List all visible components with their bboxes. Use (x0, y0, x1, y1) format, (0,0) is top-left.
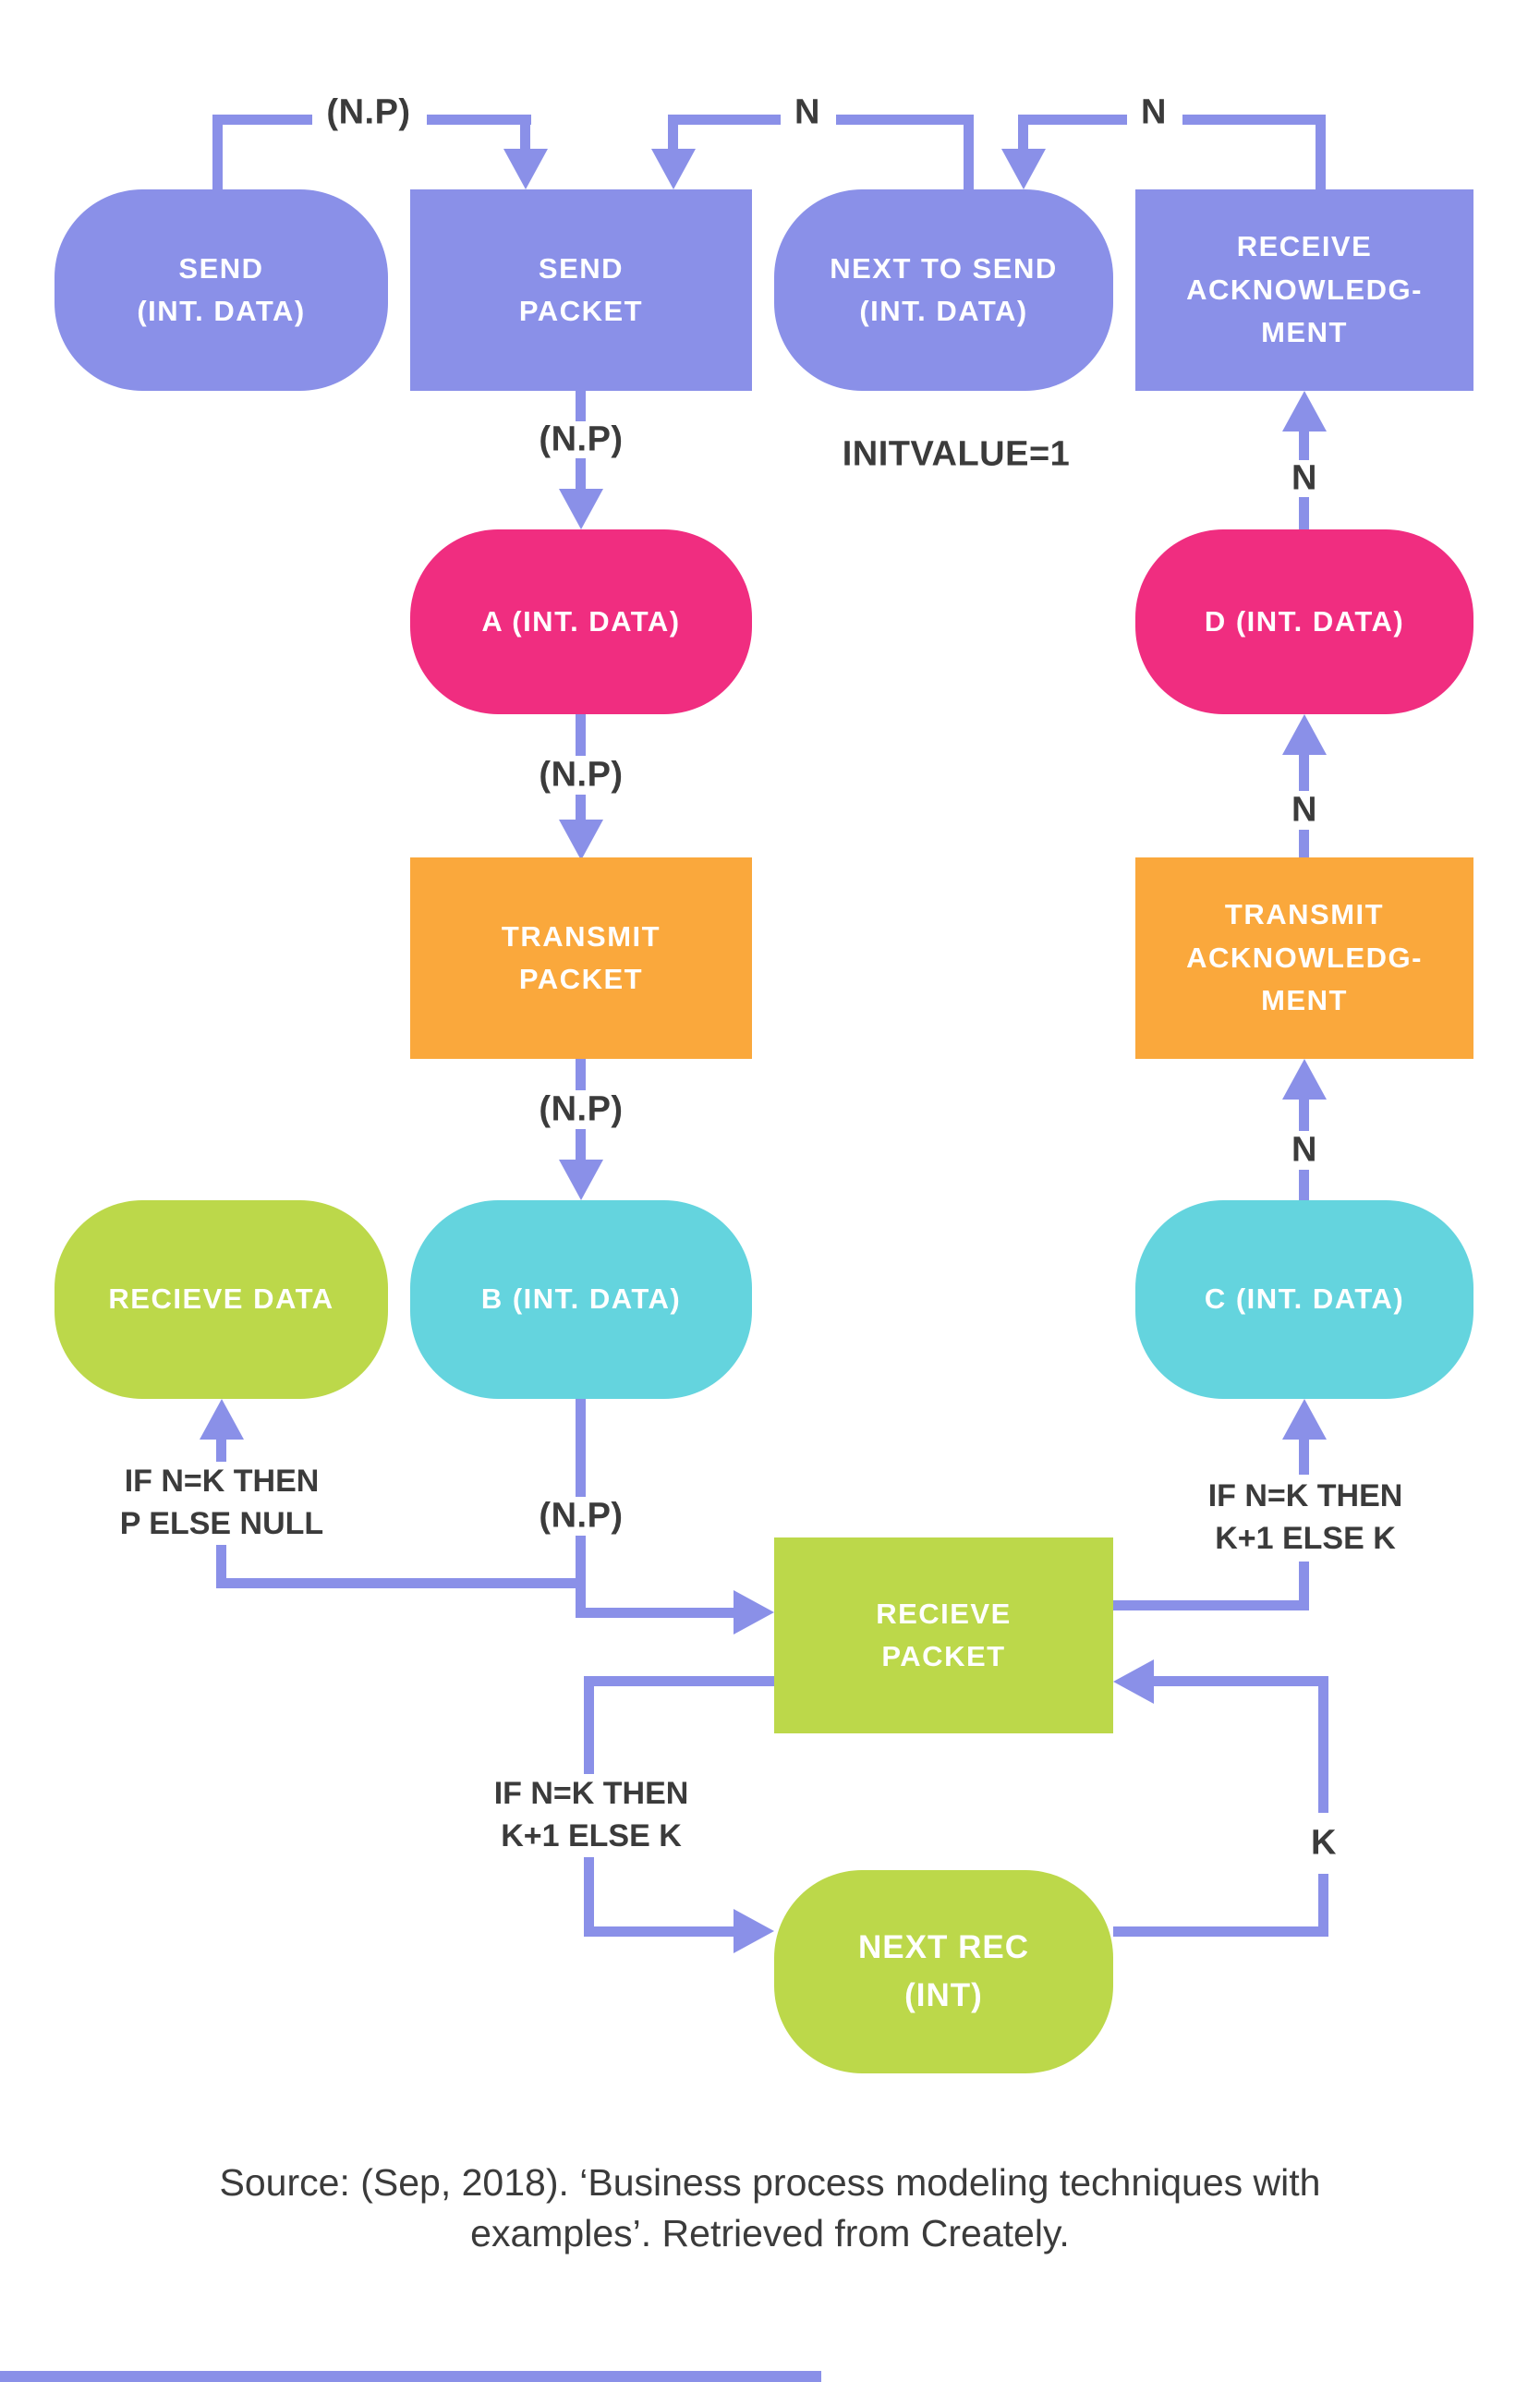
edge-b-down-seg2 (576, 1536, 586, 1618)
arrowhead-into-transmit-packet (559, 820, 603, 860)
node-c: C (INT. DATA) (1135, 1200, 1473, 1399)
edge-nts-rail-a (673, 115, 781, 125)
edge-label-k: K (1311, 1823, 1337, 1863)
edge-label-np-1: (N.P) (539, 419, 624, 459)
node-transmit-acknowledgment: TRANSMIT ACKNOWLEDG- MENT (1135, 857, 1473, 1059)
edge-ta-d-seg2 (1299, 830, 1309, 857)
node-recieve-data: RECIEVE DATA (55, 1200, 388, 1399)
edge-tp-b-seg1 (576, 1059, 586, 1090)
node-receive-acknowledgment: RECEIVE ACKNOWLEDG- MENT (1135, 189, 1473, 391)
edge-recieve-data-seg2 (216, 1545, 226, 1588)
arrowhead-into-next-to-send (1001, 149, 1046, 189)
arrowhead-into-recieve-packet-left (734, 1590, 774, 1635)
arrowhead-into-next-rec (734, 1909, 774, 1953)
source-caption-line2: examples’. Retrieved from Creately. (470, 2212, 1070, 2255)
edge-send-rail-a (212, 115, 312, 125)
edge-send-rail-b (427, 115, 531, 125)
edge-rp-nr-seg1 (584, 1676, 594, 1774)
arrowhead-into-receive-ack (1282, 391, 1327, 431)
edge-label-n-2: N (1291, 790, 1317, 830)
edge-d-ra-seg2 (1299, 497, 1309, 529)
edge-nr-out-right (1113, 1926, 1328, 1937)
edge-ra-origin (1316, 115, 1326, 189)
edge-nts-rail-drop (668, 115, 678, 152)
edge-k-seg2 (1318, 1686, 1328, 1813)
node-a: A (INT. DATA) (410, 529, 752, 714)
edge-ra-rail-a (1024, 115, 1127, 125)
arrowhead-into-b (559, 1160, 603, 1200)
node-next-rec: NEXT REC (INT) (774, 1870, 1113, 2073)
edge-rp-nr-seg2 (584, 1857, 594, 1937)
edge-label-cond-next-rec: IF N=K THEN K+1 ELSE K (493, 1776, 689, 1853)
arrowhead-into-send-packet-2 (651, 149, 696, 189)
edge-d-ra-seg1 (1299, 431, 1309, 460)
edge-sp-a-seg2 (576, 458, 586, 489)
node-d: D (INT. DATA) (1135, 529, 1473, 714)
edge-nts-origin (964, 115, 974, 191)
node-next-to-send: NEXT TO SEND (INT. DATA) (774, 189, 1113, 391)
source-caption-line1: Source: (Sep, 2018). ‘Business process m… (219, 2161, 1321, 2204)
edge-rp-c-seg1 (1299, 1562, 1309, 1610)
node-transmit-packet: TRANSMIT PACKET (410, 857, 752, 1059)
arrowhead-into-transmit-ack (1282, 1059, 1327, 1100)
edge-k-seg1 (1318, 1874, 1328, 1937)
edge-label-n-rail-1: N (794, 92, 820, 132)
edge-rp-out-right-top (1113, 1600, 1309, 1610)
edge-label-np-2: (N.P) (539, 755, 624, 795)
edge-tp-b-seg2 (576, 1129, 586, 1160)
arrowhead-into-recieve-data (200, 1399, 244, 1440)
arrowhead-into-c (1282, 1399, 1327, 1440)
edge-c-ta-seg1 (1299, 1100, 1309, 1131)
edge-b-into-rp (576, 1608, 734, 1618)
edge-sp-a-seg1 (576, 391, 586, 421)
edge-label-cond-c: IF N=K THEN K+1 ELSE K (1207, 1478, 1403, 1556)
node-b: B (INT. DATA) (410, 1200, 752, 1399)
initvalue-label: INITVALUE=1 (842, 434, 1071, 474)
edge-label-np-3: (N.P) (539, 1089, 624, 1129)
edge-b-down-seg1 (576, 1399, 586, 1497)
edge-recieve-data-seg1 (216, 1440, 226, 1462)
edge-send-origin (212, 115, 223, 189)
edge-rp-c-seg2 (1299, 1440, 1309, 1475)
edge-label-n-rail-2: N (1141, 92, 1167, 132)
edge-label-cond-recieve-data: IF N=K THEN P ELSE NULL (119, 1464, 324, 1541)
node-recieve-packet: RECIEVE PACKET (774, 1537, 1113, 1733)
arrowhead-into-d (1282, 714, 1327, 755)
edge-ta-d-seg1 (1299, 755, 1309, 791)
edge-a-tp-seg1 (576, 714, 586, 756)
edge-label-np-4: (N.P) (539, 1496, 624, 1536)
node-send-packet: SEND PACKET (410, 189, 752, 391)
bottom-accent-bar (0, 2371, 821, 2382)
edge-branch-to-recieve-data (216, 1578, 586, 1588)
edge-ra-rail-b (1182, 115, 1321, 125)
edge-rp-out-left-bottom (584, 1676, 774, 1686)
edge-rp-nr-seg3 (584, 1926, 734, 1937)
arrowhead-into-send-packet-1 (503, 149, 548, 189)
arrowhead-into-recieve-packet-right (1113, 1659, 1154, 1704)
edge-a-tp-seg2 (576, 795, 586, 820)
edge-ra-rail-drop (1018, 115, 1028, 152)
edge-label-n-3: N (1291, 1130, 1317, 1170)
node-send: SEND (INT. DATA) (55, 189, 388, 391)
edge-nts-rail-b (836, 115, 969, 125)
source-caption: Source: (Sep, 2018). ‘Business process m… (0, 2157, 1540, 2260)
edge-c-ta-seg2 (1299, 1170, 1309, 1200)
edge-send-rail-drop (520, 115, 530, 152)
edge-label-n-1: N (1291, 458, 1317, 498)
edge-k-seg3 (1154, 1676, 1328, 1686)
arrowhead-into-a (559, 489, 603, 529)
edge-label-np-rail: (N.P) (326, 92, 411, 132)
